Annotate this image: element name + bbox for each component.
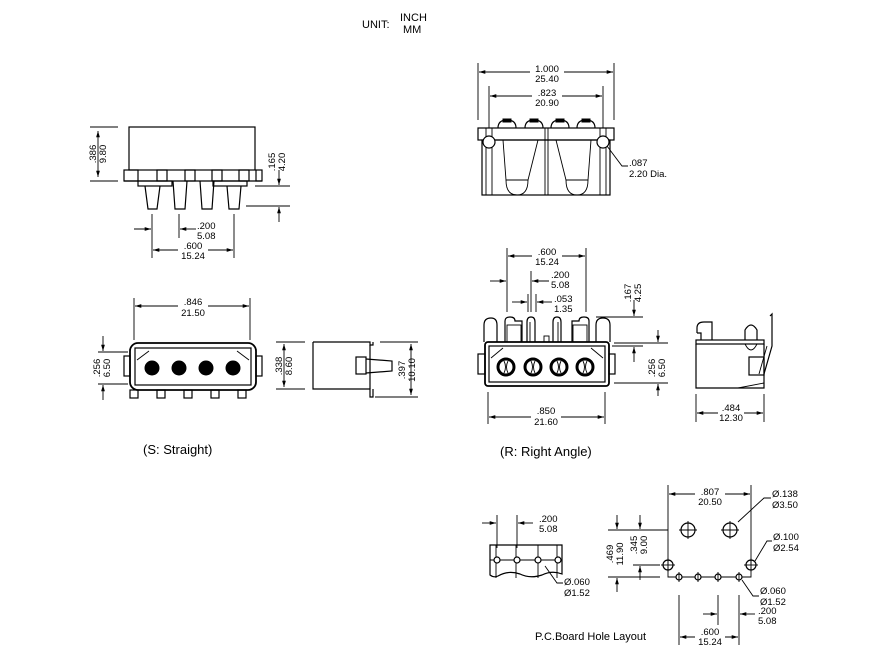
dim-s-height-mm: 9.80: [98, 145, 109, 164]
dim-pcb-r-h1-mm: 11.90: [615, 542, 626, 565]
dim-pcb-r-h2-inch: .345: [629, 536, 640, 555]
straight-side-view: .386 9.80 .165 4.20 .200 5.08 .600 15.24: [88, 126, 290, 262]
dim-s-pitch-mm: 5.08: [197, 231, 216, 242]
dim-s-fh-mm: 6.50: [102, 359, 113, 378]
right-angle-side-view: .484 12.30: [695, 312, 773, 424]
right-angle-top-view: 1.000 25.40 .823 20.90 .087: [477, 63, 667, 196]
caption-pcb-layout: P.C.Board Hole Layout: [535, 631, 646, 643]
dim-r-span-inch: .600: [538, 247, 557, 258]
dim-s-pinlen-inch: .165: [267, 153, 278, 172]
dim-s-depth-mm: 10.10: [407, 358, 418, 382]
dim-r-fh-inch: .256: [647, 359, 658, 378]
dim-pcb-r-pin-inch: Ø.060: [760, 586, 786, 597]
unit-legend: UNIT: INCH MM: [362, 12, 427, 36]
dim-r-pinw-mm: 1.35: [554, 304, 573, 315]
unit-label: UNIT:: [362, 19, 390, 31]
dim-pcb-r-peg-inch: Ø.100: [773, 532, 799, 543]
right-angle-front-view: .600 15.24 .200 5.08 .053 1.35: [477, 246, 668, 428]
dim-pcb-s-pitch-mm: 5.08: [539, 524, 558, 535]
pcb-straight-layout: .200 5.08 Ø.060 Ø1.52: [482, 514, 590, 599]
dim-pcb-s-hole-inch: Ø.060: [564, 577, 590, 588]
dim-s-fw-inch: .846: [184, 297, 203, 308]
dim-pcb-r-pinspan-mm: 15.24: [698, 637, 722, 648]
dim-s-bh-inch: .338: [274, 357, 285, 376]
dim-pcb-r-pinspan-inch: .600: [701, 627, 720, 638]
dim-r-pinh-mm: 4.25: [633, 284, 644, 303]
dim-r-pinh-inch: .167: [623, 284, 634, 303]
dim-r-pitch-inch: .200: [551, 270, 570, 281]
dim-s-fh-inch: .256: [92, 359, 103, 378]
dim-pcb-r-pin-mm: Ø1.52: [760, 597, 786, 608]
caption-right-angle: (R: Right Angle): [500, 444, 592, 459]
caption-straight: (S: Straight): [143, 442, 212, 457]
dim-top-post-mm: 20.90: [535, 98, 559, 109]
dim-pcb-r-peg-mm: Ø2.54: [773, 543, 799, 554]
dim-top-dia-inch: .087: [629, 158, 648, 169]
dim-pcb-s-pitch-inch: .200: [539, 514, 558, 525]
dim-s-pitch-inch: .200: [197, 221, 216, 232]
dim-pcb-r-span-mm: 20.50: [698, 497, 722, 508]
dim-top-dia-mm: 2.20 Dia.: [629, 169, 667, 180]
dim-s-span-inch: .600: [184, 241, 203, 252]
dim-s-bh-mm: 8.60: [284, 357, 295, 376]
dim-r-fw-mm: 21.60: [534, 417, 558, 428]
straight-profile-view: .338 8.60 .397 10.10: [274, 341, 418, 398]
straight-front-view: .846 21.50 .256 6.50: [92, 296, 263, 400]
dim-r-fw-inch: .850: [537, 406, 556, 417]
dim-pcb-r-span-inch: .807: [701, 487, 720, 498]
unit-inch: INCH: [400, 12, 427, 24]
dim-pcb-r-pitch-mm: 5.08: [758, 616, 777, 627]
dim-pcb-r-pitch-inch: .200: [758, 606, 777, 617]
dim-r-span-mm: 15.24: [535, 257, 559, 268]
dim-pcb-r-post-mm: Ø3.50: [772, 500, 798, 511]
dim-top-post-inch: .823: [538, 88, 557, 99]
pcb-right-angle-layout: .807 20.50 Ø.138 Ø3.50 Ø.100 Ø2.54: [605, 485, 799, 648]
dim-s-fw-mm: 21.50: [181, 308, 205, 319]
dim-s-span-mm: 15.24: [181, 251, 205, 262]
dim-s-height-inch: .386: [88, 145, 99, 164]
dim-pcb-s-hole-mm: Ø1.52: [564, 588, 590, 599]
dim-pcb-r-h2-mm: 9.00: [639, 536, 650, 555]
dim-s-pinlen-mm: 4.20: [277, 153, 288, 172]
dim-pcb-r-h1-inch: .469: [605, 545, 616, 564]
dim-top-overall-inch: 1.000: [535, 64, 559, 75]
dim-r-pitch-mm: 5.08: [551, 280, 570, 291]
dim-r-pinw-inch: .053: [554, 294, 573, 305]
dim-top-overall-mm: 25.40: [535, 74, 559, 85]
dim-r-depth-inch: .484: [722, 403, 741, 414]
dim-r-fh-mm: 6.50: [657, 359, 668, 378]
dim-r-depth-mm: 12.30: [719, 413, 743, 424]
dim-pcb-r-post-inch: Ø.138: [772, 489, 798, 500]
dim-s-depth-inch: .397: [397, 361, 408, 380]
unit-mm: MM: [403, 24, 421, 36]
